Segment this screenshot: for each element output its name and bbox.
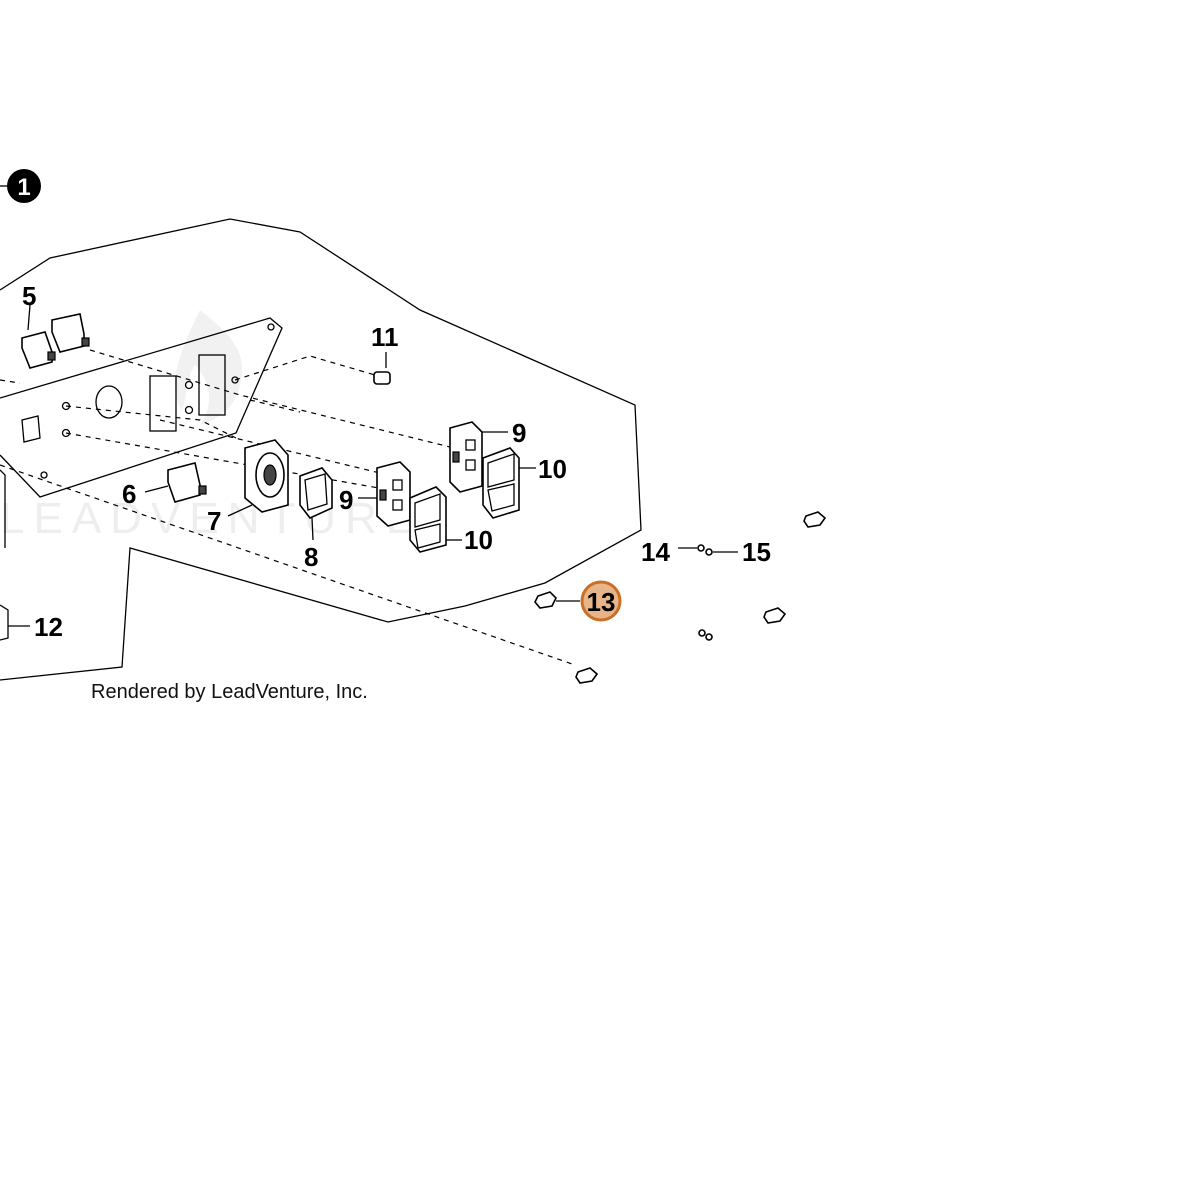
bolt-part-13 [534,591,580,609]
callout-8[interactable]: 8 [304,542,318,572]
cover-part-8 [299,467,333,541]
callout-10b[interactable]: 10 [538,454,567,484]
callout-9b[interactable]: 9 [512,418,526,448]
grommet-part-11 [373,352,391,385]
bolts-loose [575,511,827,684]
svg-text:13: 13 [587,587,616,617]
screws-part-14-15 [678,544,738,641]
callout-13-highlighted[interactable]: 13 [580,580,622,622]
watermark-logo [174,310,243,425]
breaker-part-5 [21,304,90,369]
callout-14[interactable]: 14 [641,537,670,567]
watermark-text: LEADVENTURE [0,494,424,543]
breaker-part-6 [144,462,207,503]
callout-10a[interactable]: 10 [464,525,493,555]
receptacle-part-9b [449,421,508,493]
callout-7[interactable]: 7 [207,506,221,536]
cover-part-10b [482,447,536,519]
callout-12[interactable]: 12 [34,612,63,642]
rendered-by-credit: Rendered by LeadVenture, Inc. [91,681,368,703]
bracket-part-12 [0,604,30,641]
callout-5[interactable]: 5 [22,281,36,311]
callout-6[interactable]: 6 [122,479,136,509]
receptacle-part-7 [227,439,289,517]
callout-15[interactable]: 15 [742,537,771,567]
housing-outline [0,218,642,681]
control-panel-plate [0,317,283,498]
callout-9a[interactable]: 9 [339,485,353,515]
housing-left-edge [0,469,6,548]
receptacle-part-9a [358,461,411,527]
callout-11[interactable]: 11 [371,322,399,352]
svg-text:1: 1 [17,174,30,201]
callout-1[interactable]: 1 [0,169,41,203]
cover-part-10a [409,486,462,553]
